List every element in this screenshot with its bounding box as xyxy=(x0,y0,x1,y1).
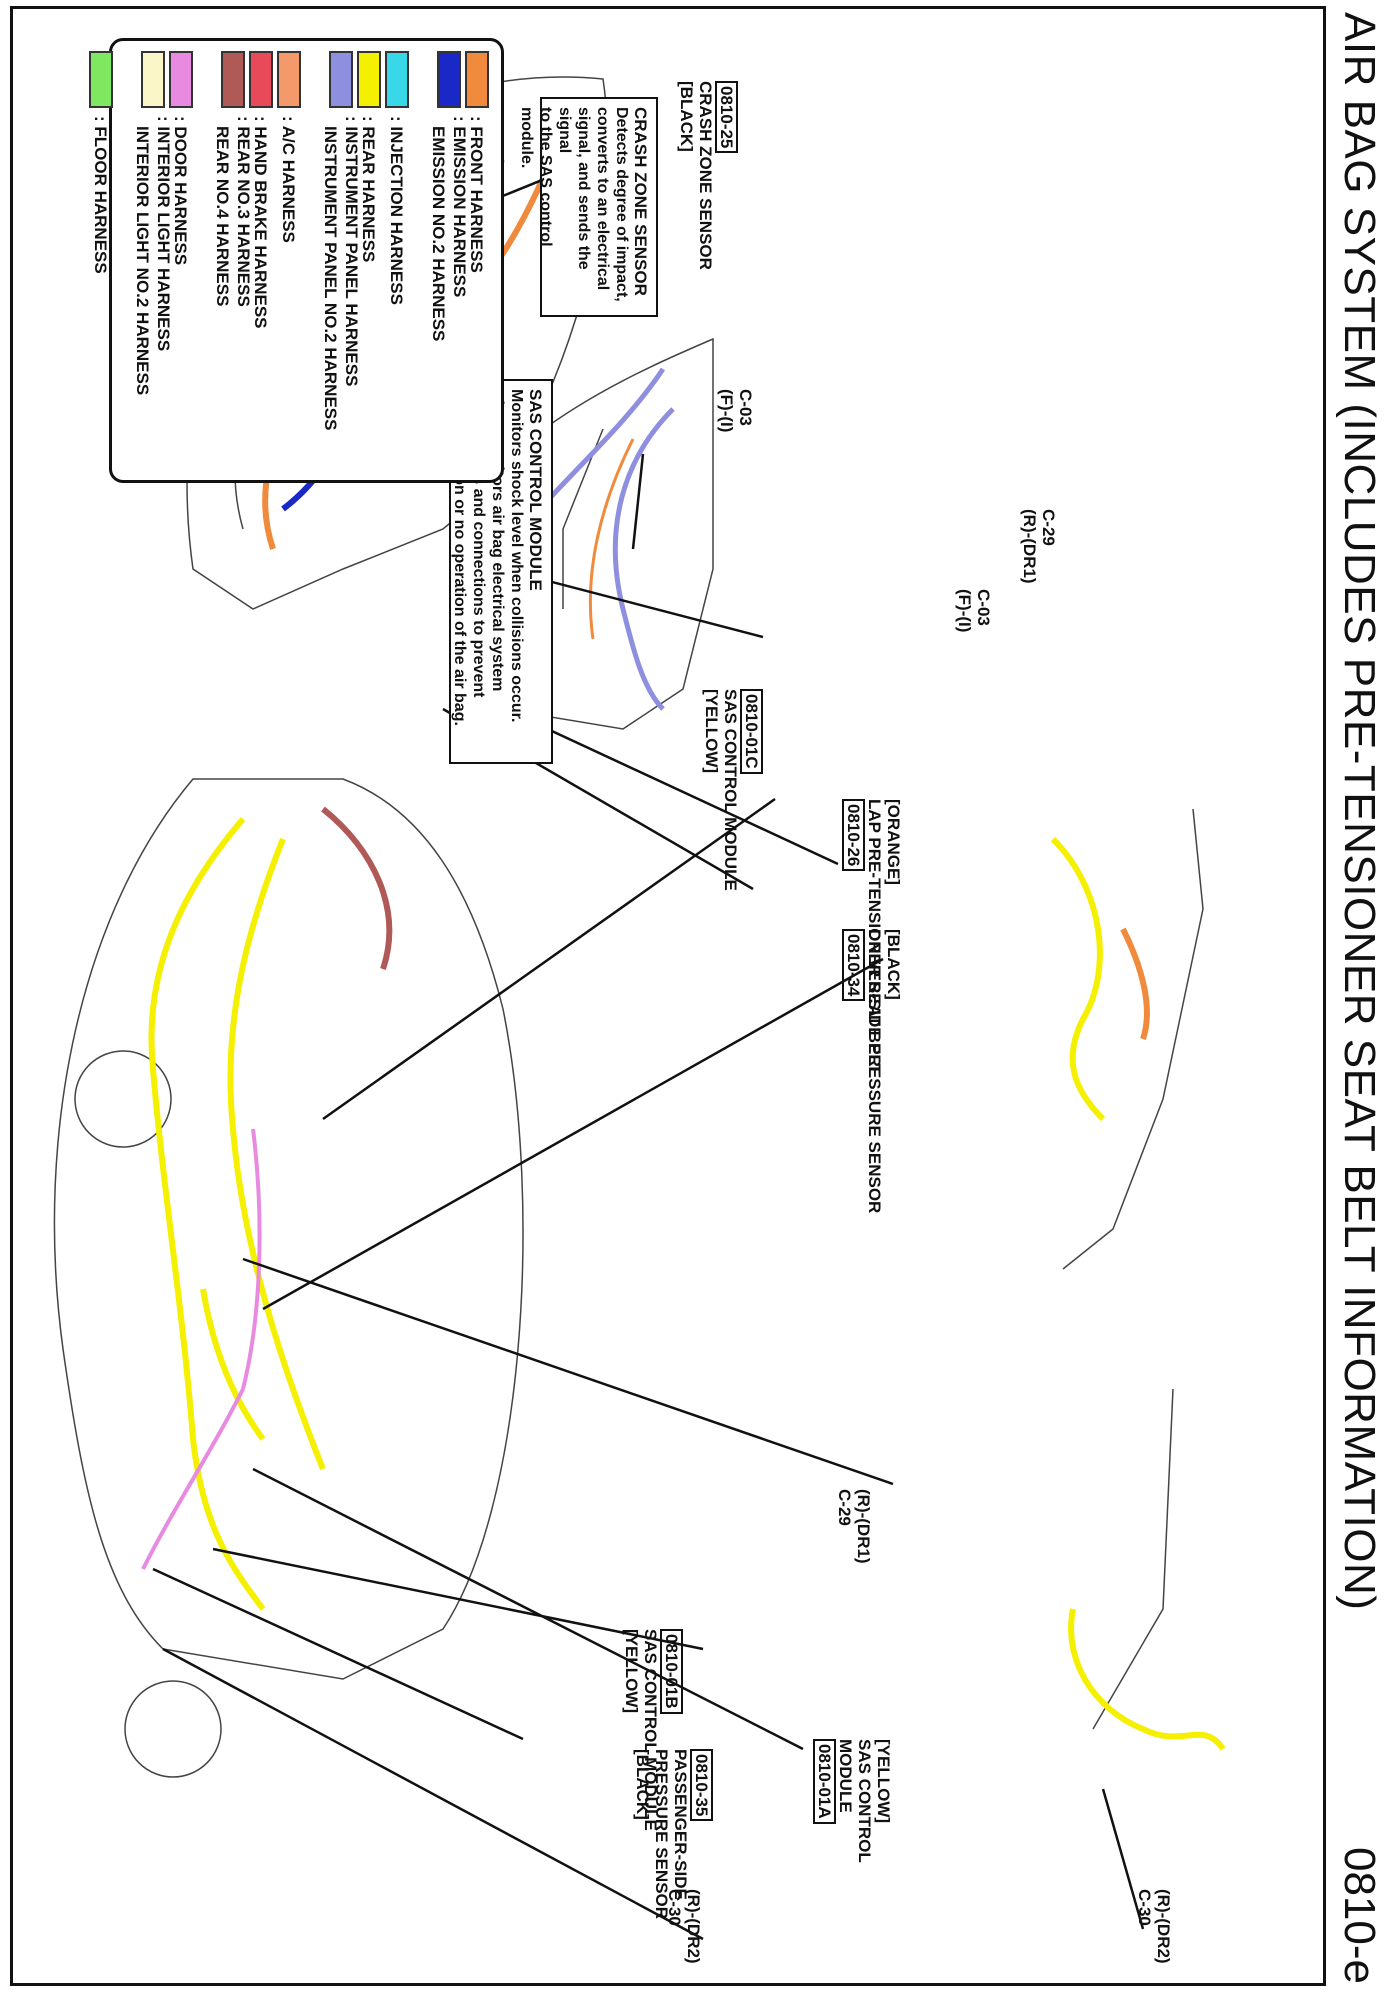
module-a-name: SAS CONTROL xyxy=(855,1739,874,1863)
module-a-color: [YELLOW] xyxy=(874,1739,893,1824)
dash-c03-label: C-03 (F)-(I) xyxy=(717,389,755,432)
legend-label-line: : INJECTION HARNESS xyxy=(387,116,407,305)
legend-swatch xyxy=(277,51,301,108)
dash-c03-pin: (F)-(I) xyxy=(717,389,736,433)
legend-label-line: INSTRUMENT PANEL NO.2 HARNESS xyxy=(321,126,340,431)
passenger-name: PASSENGER-SIDE xyxy=(671,1749,690,1900)
body-c29-id: C-29 xyxy=(835,1489,854,1526)
interior-c03-pin: (F)-(I) xyxy=(955,589,974,633)
sas-module-a-callout: [YELLOW] SAS CONTROL MODULE 0810-01A xyxy=(813,1739,893,1863)
crash-zone-sensor-callout: 0810-25 CRASH ZONE SENSOR [BLACK] xyxy=(677,81,738,270)
crash-zone-info-line: to the SAS control module. xyxy=(518,107,554,247)
body-c29-pin: (R)-(DR1) xyxy=(854,1489,873,1564)
vehicle-body-harness xyxy=(141,806,393,1611)
legend-label-line: : A/C HARNESS xyxy=(279,116,299,243)
driver-name: DRIVER-SIDE PRESSURE SENSOR xyxy=(865,929,884,1214)
dash-sas-color: [YELLOW] xyxy=(702,689,721,774)
driver-sensor-callout: [BLACK] DRIVER-SIDE PRESSURE SENSOR 0810… xyxy=(842,929,903,1213)
legend-label-line: EMISSION NO.2 HARNESS xyxy=(429,126,448,342)
legend-label-line: INTERIOR LIGHT NO.2 HARNESS xyxy=(133,126,152,396)
page-title: AIR BAG SYSTEM (INCLUDES PRE-TENSIONER S… xyxy=(1335,12,1384,1611)
body-c29-label: (R)-(DR1) C-29 xyxy=(835,1489,873,1564)
interior-c29-pin: (R)-(DR1) xyxy=(1020,509,1039,584)
legend-label-line: REAR NO.4 HARNESS xyxy=(213,126,232,307)
crash-zone-name: CRASH ZONE SENSOR xyxy=(696,81,715,270)
body-c30-id: C-30 xyxy=(665,1889,684,1926)
lap-code: 0810-26 xyxy=(842,799,865,872)
legend-row: : INJECTION HARNESS xyxy=(385,51,409,305)
legend-row: : FLOOR HARNESS xyxy=(89,51,113,274)
legend-swatch xyxy=(385,51,409,108)
driver-code: 0810-34 xyxy=(842,929,865,1002)
interior-c03-id: C-03 xyxy=(974,589,993,626)
legend-swatch xyxy=(169,51,193,108)
legend-label-line: : REAR NO.3 HARNESS xyxy=(234,116,253,307)
interior-c30-id: C-30 xyxy=(1135,1889,1154,1926)
vehicle-body-drawing xyxy=(53,778,524,1778)
page-number: 0810-e xyxy=(1335,1846,1384,1984)
dash-c03-id: C-03 xyxy=(736,389,755,426)
sas-info-line: Monitors shock level when collisions occ… xyxy=(508,389,525,723)
sas-info-heading: SAS CONTROL MODULE xyxy=(526,389,545,591)
body-c30-pin: (R)-(DR2) xyxy=(684,1889,703,1964)
legend-swatch xyxy=(249,51,273,108)
legend-label-line: : EMISSION HARNESS xyxy=(450,116,469,298)
interior-c30-label: (R)-(DR2) C-30 xyxy=(1135,1889,1173,1964)
crash-zone-code: 0810-25 xyxy=(715,81,738,154)
crash-zone-color: [BLACK] xyxy=(677,81,696,152)
legend-swatch xyxy=(221,51,245,108)
body-c30-label: (R)-(DR2) C-30 xyxy=(665,1889,703,1964)
dash-sas-code: 0810-01C xyxy=(740,689,763,774)
interior-c03-label: C-03 (F)-(I) xyxy=(955,589,993,632)
legend-label-line: : INSTRUMENT PANEL HARNESS xyxy=(342,116,361,387)
legend-swatch xyxy=(89,51,113,108)
dash-sas-name: SAS CONTROL MODULE xyxy=(721,689,740,891)
module-a-code: 0810-01A xyxy=(813,1739,836,1824)
module-b-code: 0810-01B xyxy=(660,1629,683,1714)
legend-row: : A/C HARNESS xyxy=(277,51,301,243)
legend-label: : INJECTION HARNESS xyxy=(387,116,408,305)
crash-zone-info-heading: CRASH ZONE SENSOR xyxy=(631,107,650,296)
driver-color: [BLACK] xyxy=(884,929,903,1000)
legend-label-line: : FLOOR HARNESS xyxy=(91,116,111,274)
lap-color: [ORANGE] xyxy=(884,799,903,885)
interior-c29-id: C-29 xyxy=(1039,509,1058,546)
legend-swatch xyxy=(141,51,165,108)
crash-zone-info-line: signal, and sends the signal xyxy=(556,107,592,270)
module-a-name2: MODULE xyxy=(836,1739,855,1813)
module-b-color: [YELLOW] xyxy=(622,1629,641,1714)
legend-swatch xyxy=(465,51,489,108)
interior-harness xyxy=(1050,836,1226,1751)
legend-swatch xyxy=(357,51,381,108)
interior-c29-label: C-29 (R)-(DR1) xyxy=(1020,509,1058,584)
crash-zone-info-line: Detects degree of impact, xyxy=(613,107,630,302)
legend-label-line: : INTERIOR LIGHT HARNESS xyxy=(154,116,173,352)
legend-label: : A/C HARNESS xyxy=(279,116,300,243)
interior-c30-pin: (R)-(DR2) xyxy=(1154,1889,1173,1964)
interior-drawing xyxy=(1062,808,1204,1730)
passenger-code: 0810-35 xyxy=(690,1749,713,1822)
dash-sas-module-callout: 0810-01C SAS CONTROL MODULE [YELLOW] xyxy=(702,689,763,891)
legend-label: : FLOOR HARNESS xyxy=(91,116,112,274)
crash-zone-info-box: CRASH ZONE SENSOR Detects degree of impa… xyxy=(518,97,658,317)
passenger-color: [BLACK] xyxy=(633,1749,652,1820)
crash-zone-info-line: converts to an electrical xyxy=(594,107,611,291)
legend-swatch xyxy=(437,51,461,108)
legend-swatch xyxy=(329,51,353,108)
